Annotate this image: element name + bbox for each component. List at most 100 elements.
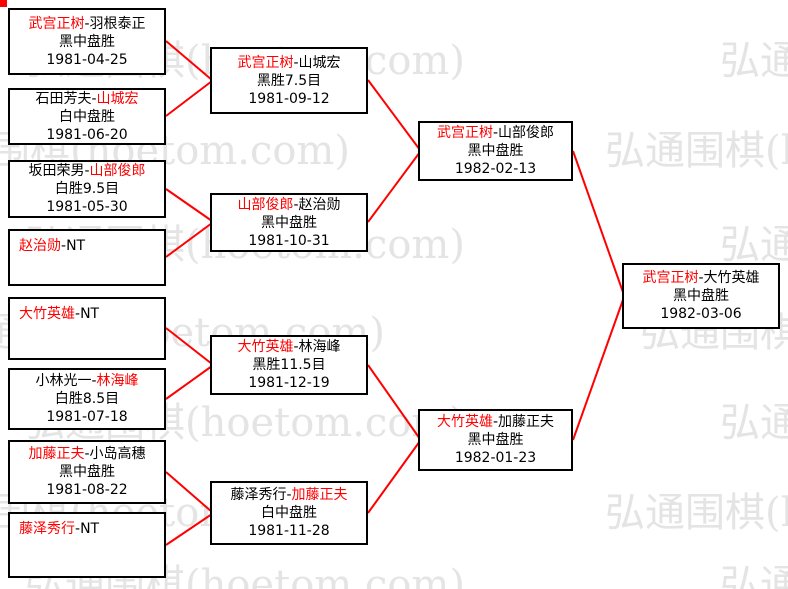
bracket-line <box>165 327 213 365</box>
winner-name: 林海峰 <box>96 373 139 389</box>
match-box-r1-6: 小林光一-林海峰 白胜8.5目 1981-07-18 <box>8 368 166 430</box>
match-box-r2-1: 武宫正树-山城宏 黑胜7.5目 1981-09-12 <box>210 47 368 114</box>
player-name: 林海峰 <box>298 339 341 355</box>
match-box-sf-1: 武宫正树-山部俊郎 黑中盘胜 1982-02-13 <box>418 121 573 181</box>
player-name: 藤泽秀行 <box>230 487 287 503</box>
bracket-line <box>367 364 421 440</box>
match-players: 藤泽秀行-NT <box>19 520 164 538</box>
match-players: 大竹英雄-NT <box>19 305 164 323</box>
match-box-r2-4: 藤泽秀行-加藤正夫 白中盘胜 1981-11-28 <box>210 481 368 545</box>
match-date: 1981-04-25 <box>46 51 128 68</box>
vs-separator: - <box>84 446 90 462</box>
vs-separator: - <box>293 339 299 355</box>
match-players: 山部俊郎-赵治勋 <box>212 196 366 214</box>
match-result: 黑中盘胜 <box>673 288 729 304</box>
winner-name: 山城宏 <box>96 90 139 107</box>
vs-separator: - <box>91 373 97 389</box>
player-name: NT <box>66 238 86 254</box>
player-name: 山部俊郎 <box>498 125 555 141</box>
match-box-r1-8: 藤泽秀行-NT <box>8 512 166 578</box>
match-box-r2-3: 大竹英雄-林海峰 黑胜11.5目 1981-12-19 <box>210 335 368 395</box>
vs-separator: - <box>75 521 81 537</box>
player-name: 大竹英雄 <box>703 270 760 286</box>
match-players: 武宫正树-山城宏 <box>212 54 366 72</box>
vs-separator: - <box>91 90 97 107</box>
match-box-r1-5: 大竹英雄-NT <box>8 297 166 360</box>
player-name: 坂田荣男 <box>28 163 85 179</box>
match-date: 1981-07-18 <box>46 409 128 425</box>
vs-separator: - <box>492 414 499 430</box>
match-box-sf-2: 大竹英雄-加藤正夫 黑中盘胜 1982-01-23 <box>418 409 573 471</box>
match-result: 白中盘胜 <box>59 108 115 125</box>
match-result: 白胜8.5目 <box>54 391 120 407</box>
player-name: 加藤正夫 <box>498 414 555 430</box>
player-name: 赵治勋 <box>298 196 341 213</box>
match-players: 大竹英雄-林海峰 <box>212 338 366 356</box>
match-result: 白中盘胜 <box>261 505 317 521</box>
match-result: 黑中盘胜 <box>467 143 524 159</box>
match-date: 1982-02-13 <box>454 161 537 177</box>
vs-separator: - <box>84 163 90 179</box>
match-date: 1981-11-28 <box>248 523 330 539</box>
match-date: 1981-06-20 <box>46 126 128 143</box>
winner-name: 赵治勋 <box>19 238 61 254</box>
winner-name: 武宫正树 <box>237 54 294 71</box>
corner-mark <box>0 0 7 7</box>
match-result: 黑中盘胜 <box>467 432 524 448</box>
match-players: 小林光一-林海峰 <box>10 372 164 390</box>
bracket-line <box>165 80 213 117</box>
bracket-line <box>367 79 421 151</box>
match-date: 1981-12-19 <box>248 375 330 391</box>
match-date: 1981-10-31 <box>248 232 330 249</box>
match-date: 1981-09-12 <box>248 90 330 107</box>
winner-name: 武宫正树 <box>642 270 699 286</box>
match-result: 黑胜7.5目 <box>256 72 322 89</box>
player-name: 山城宏 <box>298 54 341 71</box>
bracket-line <box>165 40 213 81</box>
bracket-line <box>165 471 213 513</box>
match-players: 武宫正树-大竹英雄 <box>624 269 778 287</box>
match-box-r1-1: 武宫正树-羽根泰正 黑中盘胜 1981-04-25 <box>8 8 166 75</box>
match-box-r1-2: 石田芳夫-山城宏 白中盘胜 1981-06-20 <box>8 88 166 145</box>
vs-separator: - <box>492 125 499 141</box>
match-players: 石田芳夫-山城宏 <box>10 90 164 108</box>
winner-name: 加藤正夫 <box>291 487 348 503</box>
vs-separator: - <box>286 487 292 503</box>
winner-name: 藤泽秀行 <box>19 521 75 537</box>
winner-name: 加藤正夫 <box>28 446 85 462</box>
vs-separator: - <box>293 196 299 213</box>
match-result: 黑中盘胜 <box>261 214 317 231</box>
match-players: 藤泽秀行-加藤正夫 <box>212 486 366 504</box>
vs-separator: - <box>61 238 67 254</box>
bracket-line <box>367 440 421 514</box>
match-box-final: 武宫正树-大竹英雄 黑中盘胜 1982-03-06 <box>622 263 780 329</box>
vs-separator: - <box>698 270 704 286</box>
match-box-r1-3: 坂田荣男-山部俊郎 白胜9.5目 1981-05-30 <box>8 160 166 218</box>
player-name: NT <box>80 521 100 537</box>
match-date: 1981-08-22 <box>46 482 128 498</box>
player-name: 石田芳夫 <box>35 90 92 107</box>
match-box-r1-4: 赵治勋-NT <box>8 229 166 286</box>
match-date: 1982-01-23 <box>454 450 537 466</box>
bracket-line <box>165 222 213 258</box>
vs-separator: - <box>293 54 299 71</box>
winner-name: 山部俊郎 <box>89 163 146 179</box>
bracket-line <box>367 151 421 223</box>
winner-name: 大竹英雄 <box>436 414 493 430</box>
match-players: 武宫正树-山部俊郎 <box>420 124 571 142</box>
vs-separator: - <box>84 15 90 32</box>
player-name: NT <box>80 306 100 322</box>
match-players: 武宫正树-羽根泰正 <box>10 15 164 33</box>
bracket-line <box>572 296 625 441</box>
player-name: 小岛高穗 <box>89 446 146 462</box>
winner-name: 山部俊郎 <box>237 196 294 213</box>
bracket-line <box>572 150 625 296</box>
match-box-r1-7: 加藤正夫-小岛高穗 黑中盘胜 1981-08-22 <box>8 440 166 504</box>
winner-name: 大竹英雄 <box>19 306 75 322</box>
match-players: 加藤正夫-小岛高穗 <box>10 445 164 463</box>
bracket-line <box>165 365 213 400</box>
match-date: 1982-03-06 <box>660 306 742 322</box>
winner-name: 武宫正树 <box>28 15 85 32</box>
